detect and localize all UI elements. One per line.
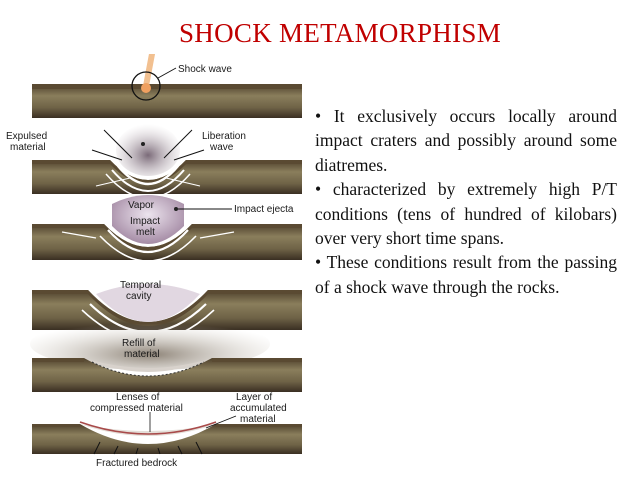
stage-2-panel: Expulsed material Liberation wave	[6, 124, 302, 199]
shock-wave-circle	[131, 71, 161, 101]
refill-material-area	[84, 358, 212, 372]
label-liberation-line2: wave	[209, 142, 234, 153]
wave-arrow	[95, 177, 131, 187]
wave-arrow	[199, 231, 235, 239]
bedrock-fractures	[93, 441, 203, 455]
topsoil-strip	[32, 160, 302, 184]
temporal-cavity-area	[96, 284, 200, 322]
ejecta-arrow	[163, 129, 193, 159]
layer-pointer	[205, 415, 237, 429]
stage-6-panel: Lenses of compressed material Layer of a…	[32, 392, 302, 469]
label-impact-melt-line2: melt	[136, 227, 155, 238]
bullet-item: • characterized by extremely high P/T co…	[315, 179, 617, 249]
label-lenses-line2: compressed material	[90, 403, 183, 414]
ground-strip	[32, 290, 302, 330]
meteor-icon	[141, 83, 151, 93]
ground-strip	[32, 84, 302, 118]
label-liberation-line1: Liberation	[202, 131, 246, 142]
label-impact-melt-line1: Impact	[130, 216, 160, 227]
ejecta-arrow	[91, 149, 123, 161]
ejecta-arrow	[103, 129, 133, 159]
stage-5-panel: Refill of material	[30, 318, 302, 392]
impact-melt-area	[112, 195, 184, 244]
dust-cloud	[30, 318, 270, 370]
label-fractured-bedrock: Fractured bedrock	[96, 458, 178, 469]
label-layer-line1: Layer of	[236, 392, 272, 403]
label-temporal-line1: Temporal	[120, 280, 161, 291]
vapor-point	[141, 142, 145, 146]
label-expulsed-line2: material	[10, 142, 46, 153]
shock-front-arc	[107, 229, 189, 253]
compressed-lens-area	[80, 424, 216, 436]
bullet-item: • It exclusively occurs locally around i…	[315, 106, 617, 175]
shock-front-arc	[111, 169, 185, 192]
label-refill-line1: Refill of	[122, 338, 156, 349]
shock-front-arc	[99, 235, 197, 262]
label-temporal-line2: cavity	[126, 291, 152, 302]
shock-wave-pointer	[157, 67, 177, 79]
stage-3-panel: Vapor Impact ejecta Impact melt	[32, 195, 302, 262]
meteor-trail	[143, 54, 155, 89]
bullet-item: • These conditions result from the passi…	[315, 252, 617, 297]
slide-title: SHOCK METAMORPHISM	[178, 18, 502, 48]
wave-arrow	[165, 177, 201, 187]
stage-1-panel: Shock wave	[32, 54, 302, 118]
topsoil-strip	[32, 84, 302, 89]
label-layer-line2: accumulated	[230, 403, 287, 414]
label-expulsed-line1: Expulsed	[6, 131, 47, 142]
ejecta-arrow	[173, 149, 205, 161]
topsoil-strip	[32, 358, 302, 362]
topsoil-strip	[32, 224, 302, 251]
wave-arrow	[61, 231, 97, 239]
ground-strip	[32, 224, 302, 260]
ejecta-point	[174, 207, 178, 211]
label-vapor: Vapor	[128, 200, 155, 211]
label-layer-line3: material	[240, 414, 276, 425]
bullet-list: • It exclusively occurs locally around i…	[315, 104, 617, 299]
label-lenses-line1: Lenses of	[116, 392, 160, 403]
ground-strip	[32, 424, 302, 454]
debris-cloud	[116, 124, 180, 176]
breccia-line	[91, 361, 205, 377]
label-impact-ejecta: Impact ejecta	[234, 204, 294, 215]
crater-stages-svg: Shock wave Expulsed material Liberation …	[6, 54, 302, 469]
label-shock-wave: Shock wave	[178, 64, 232, 75]
impact-crater-diagram: Shock wave Expulsed material Liberation …	[0, 54, 310, 474]
ground-strip	[32, 358, 302, 392]
accumulated-layer-line	[79, 421, 217, 435]
shock-front-arc	[117, 165, 179, 186]
topsoil-strip	[32, 424, 302, 427]
label-refill-line2: material	[124, 349, 160, 360]
